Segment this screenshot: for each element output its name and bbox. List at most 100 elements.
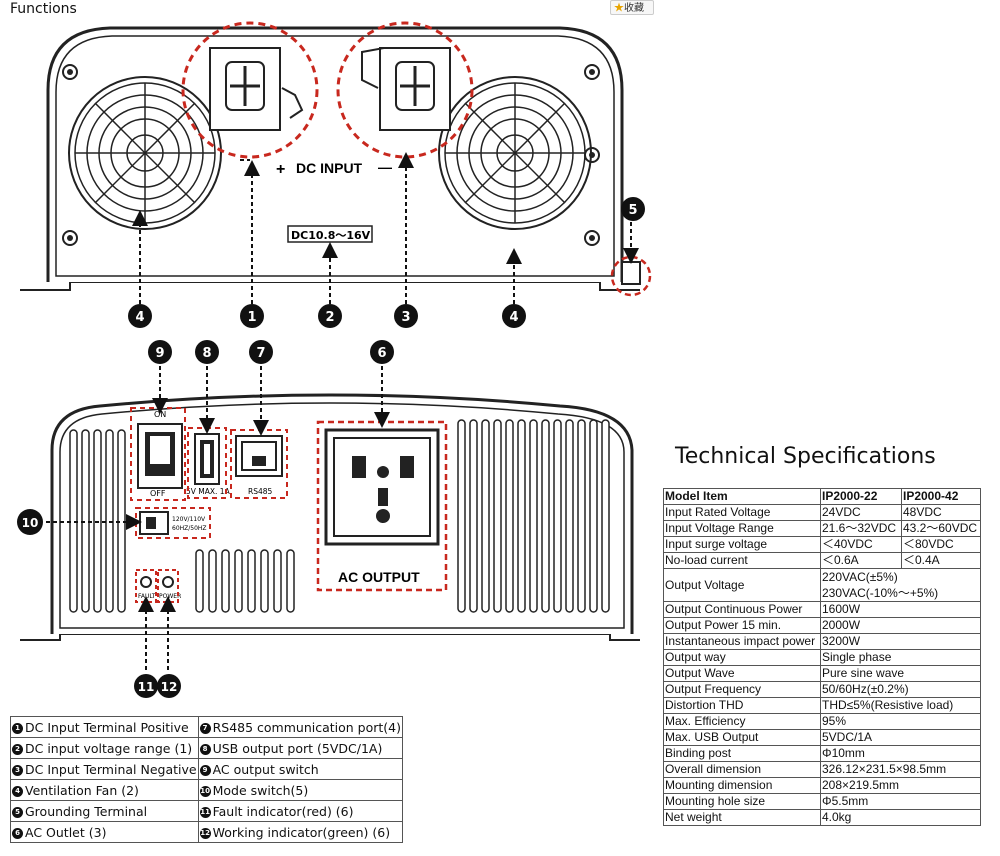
spec-value-cell: 24VDC	[820, 504, 902, 521]
spec-value-line: 220VAC(±5%)	[822, 570, 898, 584]
vent-slot	[457, 419, 466, 613]
spec-label-cell: Input Voltage Range	[663, 520, 821, 537]
vent-slot	[589, 419, 598, 613]
grounding-terminal-icon	[621, 261, 641, 285]
legend-number-badge: 6	[12, 827, 23, 839]
vent-slot	[234, 549, 243, 613]
fan-icon	[68, 76, 222, 230]
callout-markers: 4 1 2 3 4 5 6 7 8 9 10 11 12	[17, 197, 645, 698]
spec-label-cell: Input Rated Voltage	[663, 504, 821, 521]
spec-value-cell: ＜40VDC	[820, 536, 902, 553]
spec-label-cell: Output Power 15 min.	[663, 617, 821, 634]
vent-slot	[273, 549, 282, 613]
spec-value-cell: 5VDC/1A	[820, 729, 981, 746]
spec-value-cell: 3200W	[820, 633, 981, 650]
spec-label-cell: Max. USB Output	[663, 729, 821, 746]
spec-value-cell: 220VAC(±5%)230VAC(-10%～+5%)	[820, 568, 981, 602]
inverter-diagram: + DC INPUT — DC10.8～16V ON OFF 5V MAX. 1…	[17, 21, 652, 698]
legend-text: Ventilation Fan (2)	[25, 782, 139, 798]
legend-number-badge: 5	[12, 806, 23, 818]
vent-slot	[517, 419, 526, 613]
spec-value-cell: ＜0.6A	[820, 552, 902, 569]
favorite-button[interactable]: ★收藏	[610, 0, 654, 15]
spec-label-cell: Instantaneous impact power	[663, 633, 821, 650]
spec-label-cell: Output Voltage	[663, 568, 821, 602]
callout-6: 6	[377, 346, 386, 361]
callout-10: 10	[22, 516, 39, 530]
page-title: Functions	[10, 1, 77, 17]
legend-text: Working indicator(green) (6)	[212, 824, 391, 840]
usb-label: 5V MAX. 1A	[186, 487, 231, 496]
spec-label-cell: Distortion THD	[663, 697, 821, 714]
vent-slot	[541, 419, 550, 613]
legend-number-badge: 10	[199, 785, 211, 797]
spec-value-cell: 208×219.5mm	[820, 777, 981, 794]
spec-header-cell: IP2000-42	[901, 488, 981, 505]
spec-value-cell: Pure sine wave	[820, 665, 981, 682]
spec-value-cell: 4.0kg	[820, 809, 981, 826]
vent-slot	[553, 419, 562, 613]
screw-icon	[584, 64, 600, 80]
screw-icon	[62, 64, 78, 80]
vent-slot	[493, 419, 502, 613]
spec-label-cell: Max. Efficiency	[663, 713, 821, 730]
mode-line2-label: 60HZ/50HZ	[172, 525, 207, 532]
spec-label-cell: Net weight	[663, 809, 821, 826]
spec-header-cell: Model Item	[663, 488, 821, 505]
legend-text: Grounding Terminal	[25, 803, 148, 819]
spec-label-cell: Output Wave	[663, 665, 821, 682]
legend-text: RS485 communication port(4)	[212, 719, 401, 735]
legend-text: Mode switch(5)	[212, 782, 309, 798]
dc-input-label: DC INPUT	[296, 160, 363, 176]
spec-row: Output Power 15 min.2000W	[663, 617, 981, 634]
vent-slot	[505, 419, 514, 613]
highlight-fault-led	[135, 569, 157, 603]
voltage-range-label: DC10.8～16V	[291, 229, 371, 242]
vent-slot	[195, 549, 204, 613]
highlight-negative-terminal	[336, 21, 474, 159]
vent-slot	[286, 549, 295, 613]
callout-11: 11	[138, 680, 155, 694]
vent-slot	[601, 419, 610, 613]
favorite-label: 收藏	[624, 3, 644, 14]
legend-text: DC Input Terminal Positive	[25, 719, 189, 735]
legend-number-badge: 8	[199, 743, 211, 755]
callout-8: 8	[202, 346, 211, 361]
positive-terminal-icon	[208, 46, 282, 132]
spec-value-cell: 2000W	[820, 617, 981, 634]
spec-label-cell: Binding post	[663, 745, 821, 762]
mode-line1-label: 120V/110V	[172, 516, 206, 523]
switch-off-label: OFF	[150, 489, 166, 498]
fault-label: FAULT	[138, 593, 156, 600]
callout-9: 9	[155, 346, 164, 361]
legend-number-badge: 4	[12, 785, 23, 797]
screw-icon	[584, 147, 600, 163]
legend-text: USB output port (5VDC/1A)	[212, 740, 383, 756]
screw-icon	[62, 230, 78, 246]
